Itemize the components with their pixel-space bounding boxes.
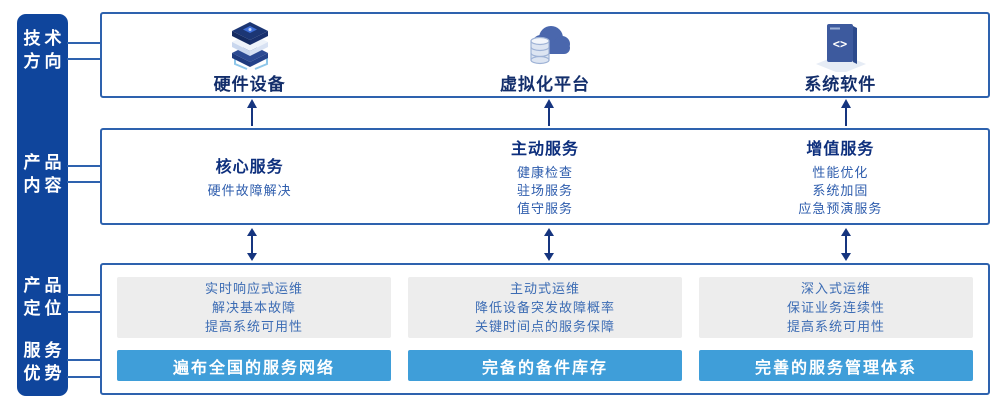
positioning-line: 实时响应式运维	[204, 281, 303, 297]
sidebar-item-tech-direction: 技术 方向	[17, 27, 68, 73]
positioning-line: 主动式运维	[509, 281, 580, 297]
up-arrow-icon	[841, 99, 851, 126]
sidebar-label-line: 服务	[23, 341, 66, 360]
connector-line	[67, 165, 100, 167]
sidebar-item-service-advantage: 服务 优势	[17, 339, 68, 385]
positioning-line: 深入式运维	[800, 281, 871, 297]
positioning-column-realtime: 实时响应式运维 解决基本故障 提高系统可用性 遍布全国的服务网络	[117, 277, 391, 381]
tech-label: 系统软件	[804, 74, 877, 94]
sidebar-label-line: 内容	[23, 176, 66, 195]
tech-column-hardware: 硬件设备	[102, 14, 397, 96]
connector-line	[67, 359, 100, 361]
positioning-line: 提高系统可用性	[204, 319, 303, 335]
positioning-panel: 主动式运维 降低设备突发故障概率 关键时间点的服务保障	[408, 277, 682, 339]
service-heading: 增值服务	[806, 141, 875, 158]
sidebar-item-product-positioning: 产品 定位	[17, 274, 68, 320]
positioning-panel: 深入式运维 保证业务连续性 提高系统可用性	[699, 277, 973, 339]
positioning-line: 保证业务连续性	[786, 300, 885, 316]
double-arrow-icon	[841, 228, 851, 261]
connector-line	[67, 376, 100, 378]
server-stack-icon	[231, 21, 268, 70]
positioning-line: 提高系统可用性	[786, 319, 885, 335]
connector-line	[67, 42, 100, 44]
connector-line	[67, 311, 100, 313]
sidebar-label-line: 技术	[23, 29, 66, 48]
service-item: 性能优化	[812, 165, 869, 180]
sidebar-label-line: 产品	[23, 276, 66, 295]
service-item: 硬件故障解决	[207, 183, 292, 198]
service-item: 值守服务	[516, 201, 573, 216]
sidebar-label-line: 定位	[23, 299, 66, 318]
tech-label: 虚拟化平台	[499, 74, 590, 94]
cloud-database-icon	[530, 25, 570, 64]
tech-column-virtualization: 虚拟化平台	[397, 14, 692, 96]
up-arrow-icon	[544, 99, 554, 126]
double-arrow-icon	[544, 228, 554, 261]
service-column-core: 核心服务 硬件故障解决	[102, 130, 397, 223]
service-heading: 核心服务	[215, 159, 284, 176]
code-window-icon: <>	[816, 23, 867, 72]
connector-line	[67, 181, 100, 183]
connector-line	[67, 58, 100, 60]
advantage-bar: 完善的服务管理体系	[699, 350, 973, 381]
positioning-advantage-box: 实时响应式运维 解决基本故障 提高系统可用性 遍布全国的服务网络 主动式运维 降…	[100, 263, 990, 395]
advantage-bar: 完备的备件库存	[408, 350, 682, 381]
svg-text:<>: <>	[833, 37, 847, 51]
service-item: 健康检查	[516, 165, 573, 180]
service-item: 系统加固	[812, 183, 869, 198]
sidebar-label-line: 方向	[23, 52, 66, 71]
positioning-column-indepth: 深入式运维 保证业务连续性 提高系统可用性 完善的服务管理体系	[699, 277, 973, 381]
double-arrow-icon	[247, 228, 257, 261]
up-arrow-icon	[247, 99, 257, 126]
service-item: 应急预演服务	[798, 201, 883, 216]
sidebar-label-line: 产品	[23, 153, 66, 172]
tech-column-system-software: <> 系统软件	[693, 14, 988, 96]
tech-direction-box: 硬件设备 虚拟化平台 <> 系	[100, 12, 990, 98]
service-column-proactive: 主动服务 健康检查 驻场服务 值守服务	[397, 130, 692, 223]
positioning-line: 关键时间点的服务保障	[474, 319, 615, 335]
service-column-value-added: 增值服务 性能优化 系统加固 应急预演服务	[693, 130, 988, 223]
tech-label: 硬件设备	[213, 74, 286, 94]
sidebar-item-product-content: 产品 内容	[17, 151, 68, 197]
advantage-bar: 遍布全国的服务网络	[117, 350, 391, 381]
positioning-panel: 实时响应式运维 解决基本故障 提高系统可用性	[117, 277, 391, 339]
service-heading: 主动服务	[510, 141, 579, 158]
sidebar	[17, 14, 68, 396]
sidebar-label-line: 优势	[23, 364, 66, 383]
positioning-line: 降低设备突发故障概率	[474, 300, 615, 316]
service-item: 驻场服务	[516, 183, 573, 198]
positioning-column-proactive: 主动式运维 降低设备突发故障概率 关键时间点的服务保障 完备的备件库存	[408, 277, 682, 381]
product-content-box: 核心服务 硬件故障解决 主动服务 健康检查 驻场服务 值守服务 增值服务 性能优…	[100, 128, 990, 225]
connector-line	[67, 294, 100, 296]
positioning-line: 解决基本故障	[211, 300, 296, 316]
